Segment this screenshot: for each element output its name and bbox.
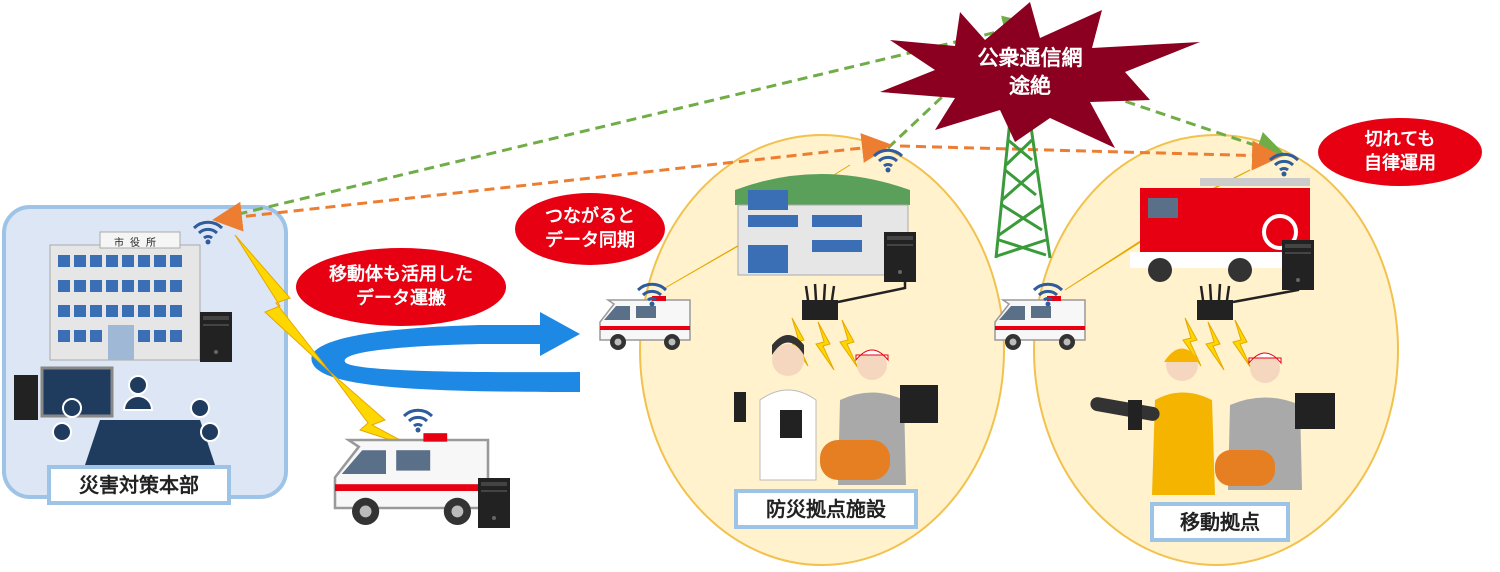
tablet-icon [1295,393,1335,429]
tablet-icon [900,385,938,423]
network-down-burst [880,2,1200,148]
mobile-server-icon [1282,240,1314,290]
person-icon [1090,348,1215,495]
orange-link-facility-mobile [899,140,1282,171]
person-icon [759,335,817,481]
fire-truck-icon [1130,178,1310,282]
mobile-cable [1232,285,1300,304]
transport-arrow [311,312,580,392]
city-hall-building [49,231,201,361]
meeting-room [14,366,220,465]
person-icon [820,349,938,485]
person-icon [1215,352,1335,490]
facility-server-icon [884,232,916,282]
hq-server-icon [200,312,232,362]
school-building [735,174,910,276]
orange-link-hq-facility [212,133,892,232]
ambulance-server-icon [478,478,510,528]
facility-label: 防災拠点施設 [734,489,918,529]
radio-icon [734,392,746,422]
callout-mobile-transport: 移動体も活用した データ運搬 [296,248,506,326]
tablet-icon [780,410,802,438]
mobile-base-label: 移動拠点 [1150,502,1290,542]
callout-autonomous: 切れても 自律運用 [1318,118,1482,186]
city-hall-sign: 市役所 [114,238,162,249]
callout-sync: つながると データ同期 [515,193,665,265]
facility-cable [837,278,907,304]
hq-label: 災害対策本部 [47,465,231,505]
network-down-text: 公衆通信網 途絶 [977,46,1083,98]
ambulance-wifi-icon [402,408,434,434]
ambulance-icon [333,431,490,527]
